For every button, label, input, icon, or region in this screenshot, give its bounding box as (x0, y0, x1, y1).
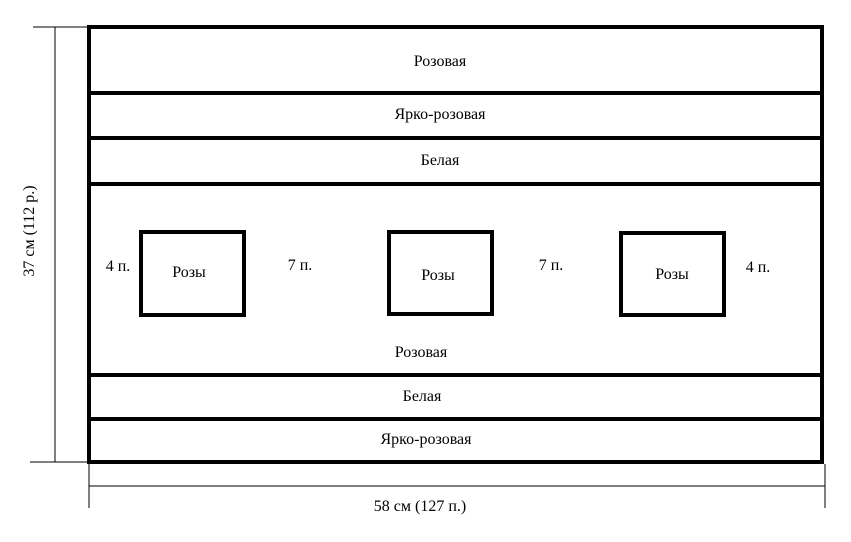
stripe-label-top-1: Розовая (413, 53, 467, 70)
gap-label-between-1: 7 п. (287, 257, 313, 274)
width-dimension-label: 58 см (127 п.) (373, 498, 467, 515)
motif-box-2 (387, 230, 494, 316)
motif-label-2: Розы (421, 267, 455, 284)
motif-box-1 (139, 230, 246, 317)
height-dimension-label: 37 см (112 р.) (21, 185, 38, 277)
motif-box-3 (619, 231, 726, 317)
motif-label-3: Розы (655, 266, 689, 283)
gap-label-between-2: 7 п. (538, 257, 564, 274)
stripe-label-top-2: Ярко-розовая (394, 106, 486, 123)
stripe-label-bottom-1: Белая (402, 388, 442, 405)
stripe-label-middle: Розовая (394, 344, 448, 361)
motif-label-1: Розы (172, 264, 206, 281)
stripe-label-bottom-2: Ярко-розовая (380, 431, 472, 448)
stripe-label-top-3: Белая (420, 152, 460, 169)
gap-label-left: 4 п. (105, 258, 131, 275)
outer-frame (87, 25, 824, 464)
gap-label-right: 4 п. (745, 259, 771, 276)
